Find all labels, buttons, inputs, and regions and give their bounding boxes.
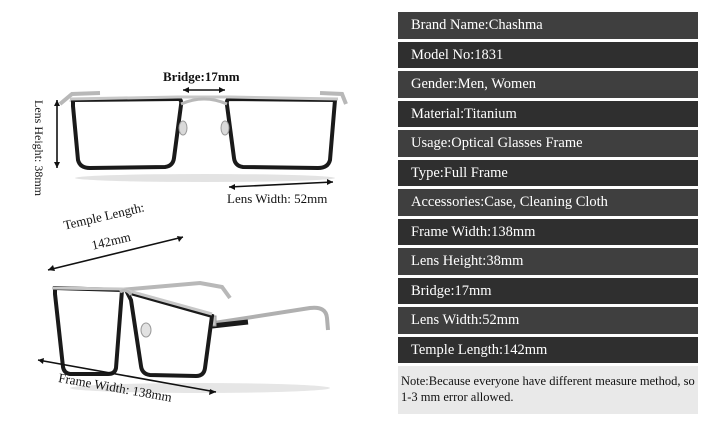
spec-label: Material: (411, 105, 465, 122)
spec-value: Men, Women (457, 76, 537, 92)
glasses-illustration (37, 87, 348, 395)
spec-row-temple-length: Temple Length:142mm (398, 336, 698, 363)
spec-value: Optical Glasses Frame (451, 135, 583, 151)
spec-label: Accessories: (411, 194, 485, 210)
product-illustration-panel: Bridge:17mm Lens Height: 38mm Lens Width… (6, 69, 348, 405)
spec-row-model: Model No:1831 (398, 41, 698, 68)
spec-value: 38mm (486, 253, 524, 269)
spec-value: Titanium (464, 105, 517, 122)
bridge-dimension-arrow (183, 87, 225, 93)
spec-label: Model No: (411, 46, 475, 63)
lens-width-label: Lens Width: 52mm (227, 191, 328, 206)
spec-row-lens-height: Lens Height:38mm (398, 248, 698, 275)
spec-label: Bridge: (411, 282, 455, 299)
spec-row-accessories: Accessories:Case, Cleaning Cloth (398, 189, 698, 216)
spec-row-brand: Brand Name:Chashma (398, 12, 698, 39)
frame-width-dimension-arrow (37, 358, 217, 395)
spec-label: Gender: (411, 76, 458, 92)
spec-row-material: Material:Titanium (398, 100, 698, 127)
spec-value: Full Frame (443, 164, 508, 181)
spec-value: Chashma (488, 17, 543, 33)
bridge-label: Bridge:17mm (163, 69, 240, 84)
spec-row-frame-width: Frame Width:138mm (398, 218, 698, 245)
spec-row-gender: Gender:Men, Women (398, 71, 698, 98)
spec-row-usage: Usage:Optical Glasses Frame (398, 130, 698, 157)
spec-value: 17mm (454, 282, 492, 299)
lens-height-dimension-arrow (54, 100, 60, 168)
spec-value: 1831 (474, 46, 504, 63)
spec-row-bridge: Bridge:17mm (398, 277, 698, 304)
spec-value: 138mm (491, 223, 536, 240)
measurement-note: Note:Because everyone have different mea… (398, 366, 698, 414)
spec-value: 142mm (503, 341, 548, 358)
side-view-glasses (51, 280, 330, 379)
front-view-glasses (58, 91, 348, 171)
spec-label: Brand Name: (411, 17, 489, 33)
lens-width-dimension-arrow (228, 179, 334, 190)
spec-label: Lens Height: (411, 253, 487, 269)
spec-row-type: Type:Full Frame (398, 159, 698, 186)
spec-label: Lens Width: (411, 312, 483, 328)
side-shadow (70, 383, 330, 393)
lens-height-label: Lens Height: 38mm (32, 100, 46, 196)
spec-label: Temple Length: (411, 341, 503, 358)
spec-table: Brand Name:Chashma Model No:1831 Gender:… (398, 12, 698, 414)
spec-row-lens-width: Lens Width:52mm (398, 307, 698, 334)
spec-value: 52mm (482, 312, 520, 328)
spec-value: Case, Cleaning Cloth (484, 194, 608, 210)
front-shadow (75, 174, 335, 182)
temple-length-dimension-arrow (47, 236, 184, 271)
spec-label: Type: (411, 164, 444, 181)
spec-label: Usage: (411, 135, 452, 151)
spec-label: Frame Width: (411, 223, 492, 240)
lens-height-label-wrap: Lens Height: 38mm (6, 100, 48, 196)
